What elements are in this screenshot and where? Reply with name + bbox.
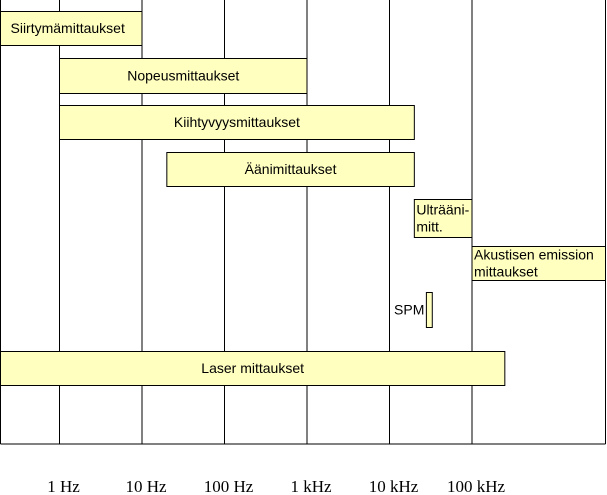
range-label: mittaukset (474, 264, 538, 280)
tick-label: 10 kHz (369, 477, 419, 495)
range-bar-rect (166, 152, 415, 187)
range-bar-rect (413, 199, 473, 238)
range-label: Akustisen emission (474, 247, 594, 263)
range-bar: Siirtymämittaukset (0, 11, 143, 46)
range-bar-rect (0, 11, 143, 46)
range-bar: Äänimittaukset (166, 152, 415, 187)
range-bars: SiirtymämittauksetNopeusmittauksetKiihty… (0, 11, 606, 386)
tick-label: 1 kHz (290, 477, 332, 495)
range-bar-rect (59, 105, 415, 140)
tick-label: 10 Hz (125, 477, 167, 495)
range-bar-rect (59, 58, 308, 94)
tick-label: 100 kHz (447, 477, 506, 495)
range-bar-rect (471, 246, 606, 281)
range-label: mitt. (416, 219, 442, 235)
range-bar: Kiihtyvyysmittaukset (59, 105, 415, 140)
range-label: Kiihtyvyysmittaukset (174, 114, 300, 130)
range-bar: Laser mittaukset (0, 351, 506, 386)
range-label: Äänimittaukset (245, 161, 337, 177)
x-axis-ticks: 1 Hz 10 Hz 100 Hz 1 kHz 10 kHz 100 kHz (47, 477, 505, 495)
range-label: SPM (394, 302, 424, 318)
range-label: Ulträäni- (416, 202, 469, 218)
range-bar: Ulträäni-mitt. (413, 199, 473, 238)
tick-label: 1 Hz (47, 477, 80, 495)
range-bar: Nopeusmittaukset (59, 58, 308, 94)
range-label: Nopeusmittaukset (127, 68, 239, 84)
range-label: Laser mittaukset (201, 360, 304, 376)
tick-label: 100 Hz (204, 477, 254, 495)
range-bar-rect (425, 292, 433, 328)
range-bar: SPM (394, 292, 433, 328)
range-bar-rect (0, 351, 506, 386)
range-label: Siirtymämittaukset (11, 20, 125, 36)
